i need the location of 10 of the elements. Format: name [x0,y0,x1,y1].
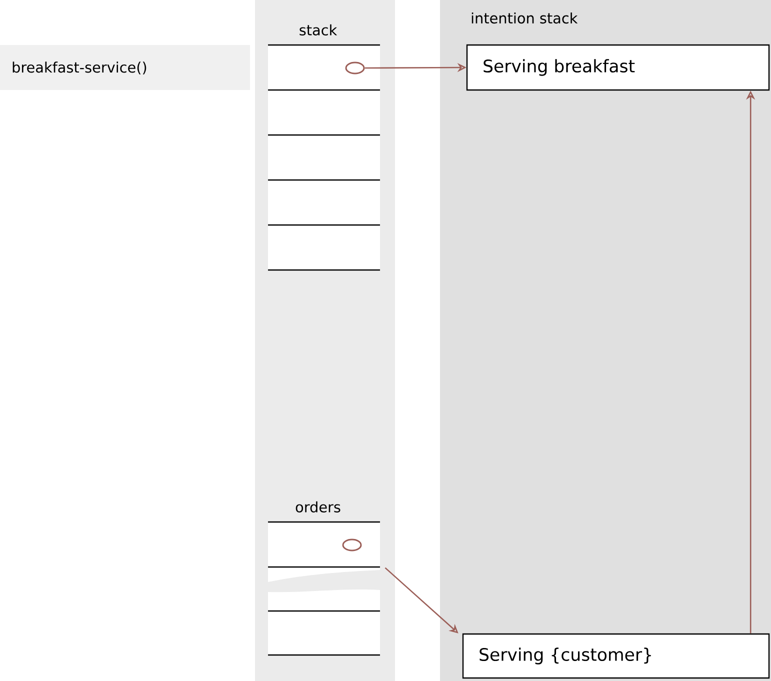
stack-box: orders [268,501,380,656]
entry-box: Serving {customer} [462,633,770,679]
node-label: orders [296,501,340,512]
stack-box: stack [268,24,380,271]
pointer-circle [342,538,362,552]
function-label: breakfast-service() [12,62,146,74]
column-heading: intention stack [472,12,578,24]
pointer-circle [345,62,365,74]
entry-box: Serving breakfast [466,44,770,91]
node-label: stack [300,24,338,36]
